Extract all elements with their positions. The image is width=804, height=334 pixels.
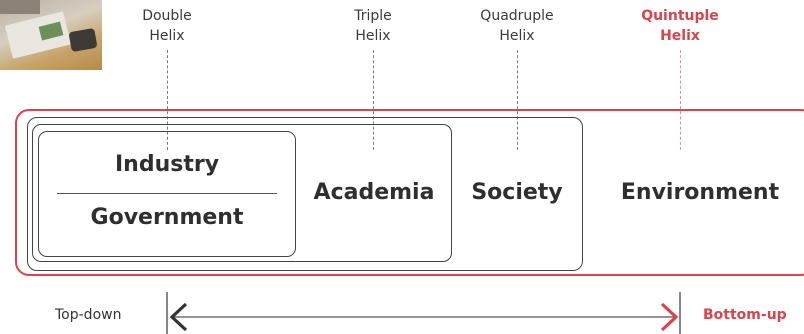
double-helix-connector	[167, 50, 168, 150]
triple-helix-connector	[373, 50, 374, 150]
industry-government-divider	[57, 193, 277, 194]
environment-label: Environment	[620, 180, 780, 205]
top-down-bottom-up-axis	[166, 292, 681, 334]
quadruple-helix-connector	[517, 50, 518, 150]
quintuple-helix-connector	[680, 50, 681, 150]
academia-label: Academia	[313, 180, 435, 205]
quadruple-helix-box	[27, 117, 583, 271]
double-helix-box	[38, 131, 296, 257]
bottom-up-label: Bottom-up	[703, 307, 787, 323]
arrow-left-head	[169, 302, 188, 332]
triple-helix-box	[32, 124, 452, 262]
desk-photo	[0, 0, 102, 70]
arrow-right-head	[660, 302, 679, 332]
quintuple-helix-box	[15, 109, 804, 276]
top-down-label: Top-down	[55, 307, 122, 323]
government-label: Government	[90, 205, 244, 230]
industry-label: Industry	[114, 152, 220, 177]
society-label: Society	[471, 180, 563, 205]
